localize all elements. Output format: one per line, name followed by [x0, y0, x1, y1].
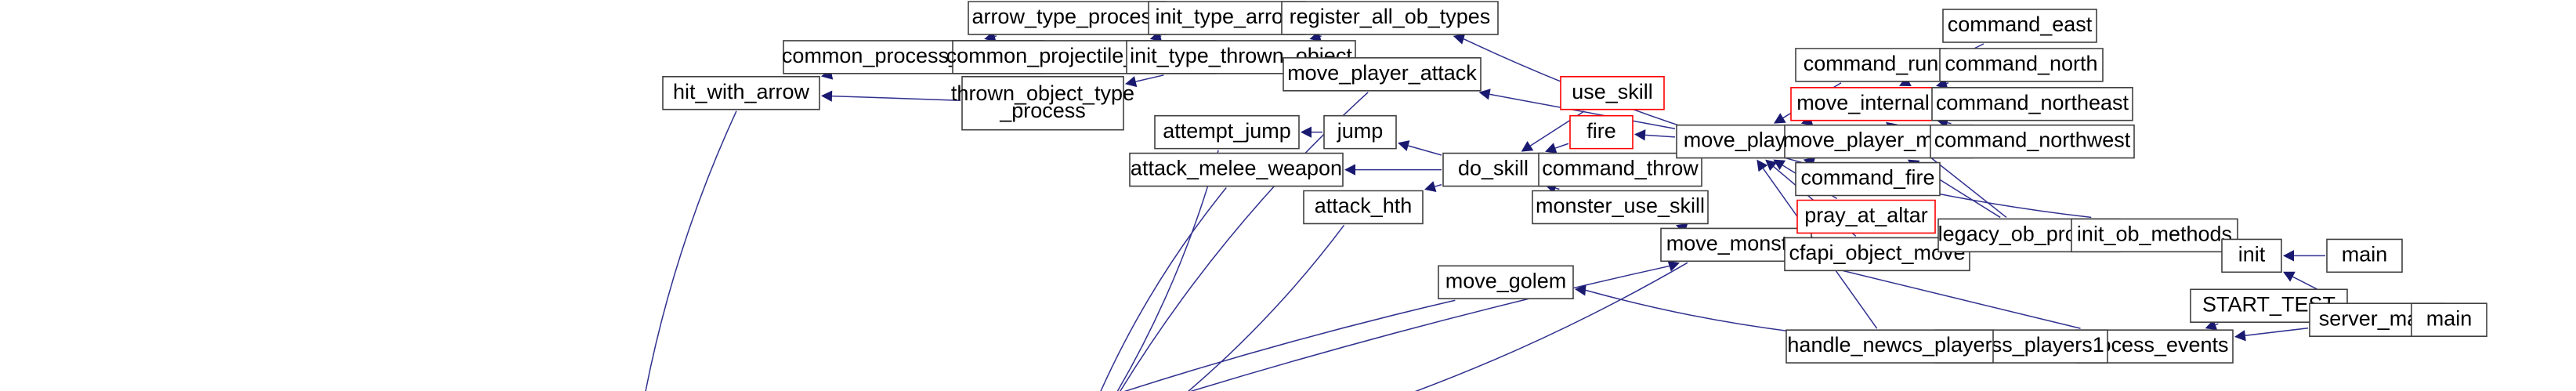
node-pray_at_altar[interactable]: pray_at_altar — [1797, 200, 1935, 233]
node-do_skill[interactable]: do_skill — [1443, 154, 1543, 186]
arrowhead — [1301, 126, 1312, 138]
node-box[interactable] — [1796, 49, 1946, 81]
node-box[interactable] — [663, 77, 819, 110]
node-use_skill[interactable]: use_skill — [1561, 77, 1664, 110]
edge-command_north-to-move_internal — [1947, 83, 1949, 84]
node-box[interactable] — [1130, 154, 1343, 186]
node-handle_newcs_player[interactable]: handle_newcs_player — [1786, 330, 1993, 363]
arrowhead — [1545, 143, 1558, 154]
arrowhead — [1757, 159, 1768, 172]
edge-thrown_object_type_process-to-hit_with_arrow — [832, 96, 961, 101]
node-box[interactable] — [1283, 58, 1481, 91]
arrowhead — [1521, 141, 1534, 152]
arrowhead — [1344, 164, 1355, 176]
arrowhead — [1667, 260, 1680, 272]
node-main_bottom[interactable]: main — [2411, 303, 2487, 336]
edge-arrow_type_process-to-common_process_projectile — [995, 36, 997, 37]
node-attack_hth[interactable]: attack_hth — [1304, 191, 1423, 224]
node-box[interactable] — [1149, 2, 1305, 34]
edge-attempt_jump-to-skill_attack — [1068, 150, 1218, 391]
node-command_northeast[interactable]: command_northeast — [1932, 88, 2133, 121]
edge-move_player-to-fire — [1645, 135, 1675, 137]
node-command_east[interactable]: command_east — [1943, 9, 2097, 42]
edge-move_monster-to-skill_attack — [1113, 262, 1688, 391]
node-register_all_ob_types[interactable]: register_all_ob_types — [1282, 2, 1498, 34]
node-thrown_object_type_process[interactable]: thrown_object_type_process — [951, 77, 1134, 130]
arrowhead — [1575, 284, 1586, 296]
arrowhead — [1634, 129, 1646, 141]
node-box[interactable] — [2411, 303, 2487, 336]
node-box[interactable] — [962, 77, 1123, 130]
arrowhead — [2234, 330, 2246, 342]
edge-monster_use_skill-to-do_skill — [1555, 188, 1559, 189]
node-hit_with_arrow[interactable]: hit_with_arrow — [663, 77, 819, 110]
node-box[interactable] — [968, 2, 1166, 34]
node-box[interactable] — [1930, 125, 2134, 158]
node-box[interactable] — [1155, 116, 1299, 149]
node-box[interactable] — [1561, 77, 1664, 110]
node-command_north[interactable]: command_north — [1940, 49, 2103, 81]
node-command_run[interactable]: command_run — [1796, 49, 1946, 81]
arrowhead — [1125, 76, 1138, 88]
edge-process_object-to-move_monster — [561, 266, 1670, 391]
node-box[interactable] — [1324, 116, 1396, 149]
node-arrow_type_process[interactable]: arrow_type_process — [968, 2, 1166, 34]
node-init[interactable]: init — [2222, 239, 2281, 272]
node-attack_melee_weapon[interactable]: attack_melee_weapon — [1130, 154, 1343, 186]
node-attempt_jump[interactable]: attempt_jump — [1155, 116, 1299, 149]
edge-move_player-to-move_player_attack — [1489, 94, 1675, 129]
node-box[interactable] — [1443, 154, 1543, 186]
node-box[interactable] — [1796, 163, 1940, 196]
node-command_fire[interactable]: command_fire — [1796, 163, 1940, 196]
edge-process_events-to-move_monster — [1821, 266, 2080, 329]
node-box[interactable] — [1940, 49, 2103, 81]
edge-attack_hth-to-skill_attack — [1082, 225, 1344, 391]
arrowhead — [2283, 271, 2296, 282]
node-init_ob_methods[interactable]: init_ob_methods — [2071, 219, 2238, 252]
node-box[interactable] — [1304, 191, 1423, 224]
arrowhead — [1424, 181, 1437, 192]
node-layer: find_multi_free_spot_within_radiusgenera… — [3, 2, 2487, 391]
node-box[interactable] — [2071, 219, 2238, 252]
arrowhead — [1478, 89, 1491, 100]
node-fire[interactable]: fire — [1570, 116, 1633, 149]
node-main_top[interactable]: main — [2327, 239, 2402, 272]
node-box[interactable] — [1438, 266, 1573, 299]
edge-init_type_thrown_object-to-thrown_object_type_process — [1136, 75, 1164, 81]
node-box[interactable] — [1791, 88, 1935, 121]
node-box[interactable] — [1570, 116, 1633, 149]
node-box[interactable] — [1282, 2, 1498, 34]
node-box[interactable] — [1797, 200, 1935, 233]
node-move_golem[interactable]: move_golem — [1438, 266, 1573, 299]
node-box[interactable] — [2327, 239, 2402, 272]
node-box[interactable] — [1539, 154, 1702, 186]
edge-server_main-to-process_events — [2245, 328, 2308, 336]
edge-do_skill-to-jump — [1408, 146, 1442, 155]
node-command_northwest[interactable]: command_northwest — [1930, 125, 2134, 158]
arrowhead — [821, 90, 833, 102]
arrowhead — [1453, 33, 1466, 45]
node-box[interactable] — [1943, 9, 2097, 42]
node-box[interactable] — [1932, 88, 2133, 121]
node-box[interactable] — [1786, 330, 1993, 363]
node-box[interactable] — [2222, 239, 2281, 272]
node-move_internal[interactable]: move_internal — [1791, 88, 1935, 121]
arrowhead — [1774, 113, 1786, 124]
edge-fire-to-do_skill — [1555, 143, 1568, 148]
arrowhead — [1765, 159, 1778, 172]
edge-hit_with_arrow-to-attack_ob_simple — [627, 111, 736, 391]
edge-do_skill-to-attack_hth — [1435, 185, 1442, 186]
arrowhead — [1398, 140, 1410, 151]
node-move_player_attack[interactable]: move_player_attack — [1283, 58, 1481, 91]
node-jump[interactable]: jump — [1324, 116, 1396, 149]
edge-attack_melee_weapon-to-skill_attack — [1070, 188, 1227, 391]
node-monster_use_skill[interactable]: monster_use_skill — [1532, 191, 1708, 224]
node-box[interactable] — [1532, 191, 1708, 224]
edge-command_northwest-to-move_internal — [1948, 123, 1952, 124]
edge-move_golem-to-process_object — [566, 300, 1455, 391]
edge-move_player_attack-to-skill_attack — [1075, 92, 1368, 391]
arrowhead — [2283, 250, 2294, 262]
